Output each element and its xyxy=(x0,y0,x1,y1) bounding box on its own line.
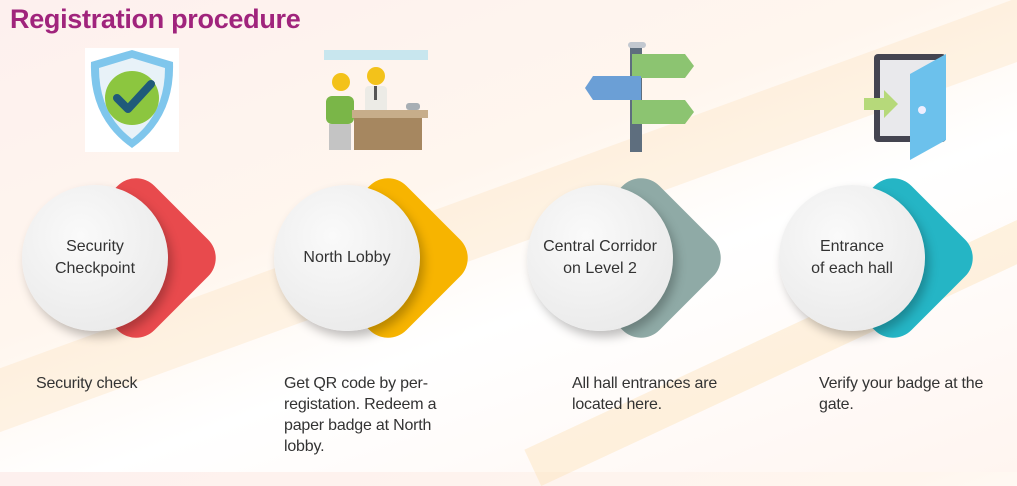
page-title: Registration procedure xyxy=(10,4,301,34)
shield-check-icon xyxy=(85,48,179,152)
step-central-corridor: Central Corridor on Level 2 xyxy=(505,160,755,360)
step-description: Security check xyxy=(36,375,138,392)
step-circle: Entrance of each hall xyxy=(779,185,925,331)
step-description: Verify your badge at the gate. xyxy=(819,375,984,413)
step-description: All hall entrances are located here. xyxy=(572,375,718,413)
step-circle: Security Checkpoint xyxy=(22,185,168,331)
step-hall-entrance: Entrance of each hall xyxy=(757,160,1007,360)
step-description: Get QR code by per-registation. Redeem a… xyxy=(284,375,437,455)
reception-desk-icon xyxy=(324,50,428,150)
step-security-checkpoint: Security Checkpoint xyxy=(0,160,250,360)
step-circle: North Lobby xyxy=(274,185,420,331)
signpost-icon xyxy=(585,42,694,152)
step-circle: Central Corridor on Level 2 xyxy=(527,185,673,331)
step-north-lobby: North Lobby xyxy=(252,160,502,360)
door-entrance-icon xyxy=(864,54,946,160)
